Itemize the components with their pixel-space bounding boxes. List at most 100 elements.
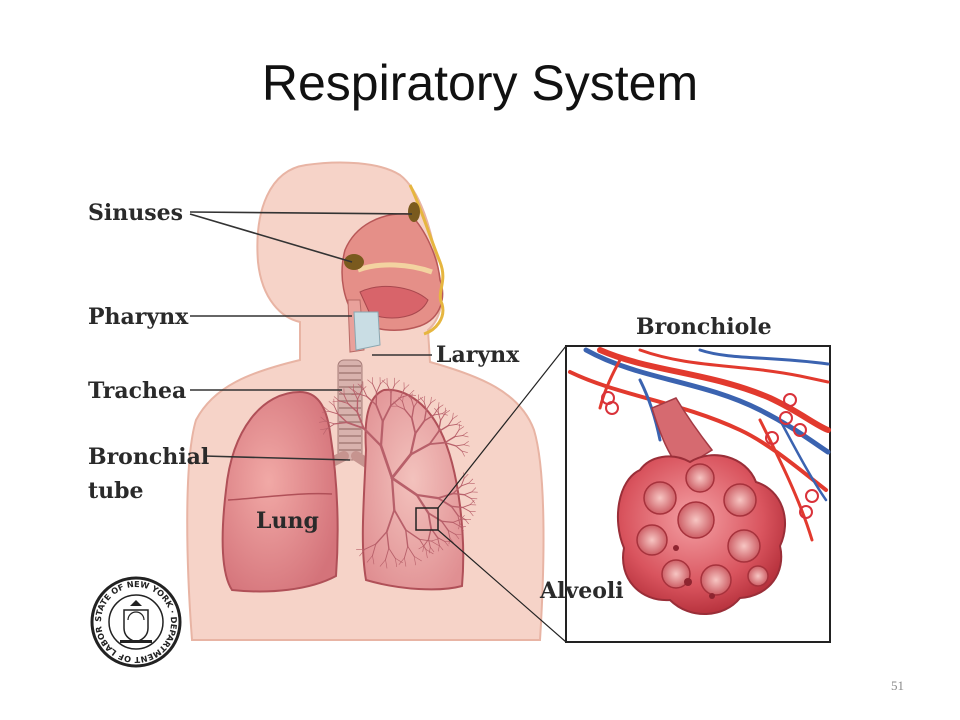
- bronchiole-branch: [444, 541, 449, 547]
- bronchiole-branch: [322, 411, 330, 413]
- bronchiole-branch: [458, 426, 465, 431]
- alveoli-inset: [565, 345, 831, 643]
- bronchiole-branch: [452, 485, 462, 495]
- bronchiole-branch: [460, 482, 470, 487]
- bronchiole-branch: [457, 514, 466, 520]
- bronchiole-branch: [430, 399, 436, 404]
- bronchiole-branch: [407, 394, 412, 400]
- bronchiole-branch: [411, 406, 415, 419]
- bronchial-leader: [203, 455, 351, 461]
- tongue: [359, 286, 429, 319]
- bronchiole-branch: [428, 546, 431, 554]
- bronchiole-branch: [425, 402, 432, 411]
- bronchiole-branch: [430, 538, 440, 542]
- bronchiole-branch: [463, 473, 469, 479]
- bronchiole-branch: [455, 444, 465, 447]
- bronchiole-branch: [398, 397, 403, 403]
- bronchiole-branch: [438, 406, 440, 414]
- label-bronchial: Bronchial: [88, 444, 209, 470]
- bronchiole-branch: [423, 409, 428, 422]
- bronchiole-branch: [347, 402, 358, 413]
- bronchiole-branch: [390, 476, 396, 512]
- bronchiole-branch: [376, 383, 381, 393]
- face-profile: [408, 184, 445, 336]
- bronchiole-branch: [362, 427, 383, 447]
- leader-lines: [189, 211, 432, 461]
- alveolus: [685, 463, 715, 493]
- bronchiole-branch: [333, 421, 348, 425]
- bronchiole-branch: [338, 400, 349, 404]
- bronchiole-branch: [397, 405, 406, 411]
- sphenoid-sinus: [344, 254, 364, 270]
- zoom-line-top: [437, 345, 567, 509]
- alveolus: [636, 524, 668, 556]
- bronchiole-branch: [398, 557, 405, 565]
- bronchiole-branch: [447, 418, 454, 427]
- bronchiole-branch: [463, 444, 470, 447]
- label-larynx: Larynx: [436, 342, 520, 368]
- bronchiole-branch: [440, 413, 446, 421]
- blood-vessel: [583, 347, 831, 455]
- bronchiole-branch: [430, 540, 439, 546]
- label-pharynx: Pharynx: [88, 304, 189, 330]
- bronchiole-branch: [462, 506, 471, 512]
- seal-base: [120, 640, 152, 643]
- label-bronchiole: Bronchiole: [636, 314, 772, 340]
- bronchiole-branch: [444, 407, 446, 414]
- bronchiole-branch: [390, 453, 412, 480]
- label-tube: tube: [88, 478, 144, 504]
- bronchiole-branch: [433, 413, 443, 416]
- blood-vessel: [568, 370, 828, 492]
- bronchiole-branch: [415, 493, 440, 500]
- bronchiole-branch: [343, 394, 349, 404]
- bronchiole-branch: [441, 520, 449, 532]
- bronchiole-branch: [411, 393, 413, 400]
- bronchiole-branch: [452, 519, 461, 523]
- bronchiole-branch: [417, 394, 420, 401]
- bronchiole-branch: [404, 408, 413, 419]
- bronchiole-branch: [455, 420, 462, 425]
- zoom-box: [415, 507, 439, 531]
- bronchiole-branch: [337, 413, 348, 424]
- bronchiole-branch: [323, 428, 328, 435]
- bronchiole-branch: [418, 538, 432, 542]
- bronchiole-branch: [385, 509, 396, 533]
- bronchiole-branch: [326, 423, 336, 430]
- bronchiole-branch: [367, 379, 373, 385]
- bronchiole-branch: [385, 547, 390, 561]
- bronchiole-branch: [410, 417, 417, 435]
- bronchiole-branch: [405, 529, 409, 548]
- bronchiole-branch: [444, 410, 451, 414]
- bronchiole-branch: [379, 379, 386, 385]
- head-interior: [341, 184, 445, 336]
- bronchiole-branch: [328, 410, 339, 415]
- bronchiole-branch: [428, 430, 440, 446]
- bronchiole-branch: [462, 431, 468, 436]
- blood-vessels: [568, 347, 831, 542]
- bronchiole-branch: [469, 500, 475, 505]
- bronchiole-branch: [427, 512, 443, 523]
- bronchiole-branch: [394, 557, 403, 564]
- bronchiole-branch: [452, 492, 465, 496]
- bronchiole-branch: [423, 401, 427, 411]
- bronchiole-branch: [346, 421, 365, 430]
- bronchiole-branch: [450, 505, 459, 517]
- bronchiole-branch: [437, 424, 449, 433]
- bronchiole-branch: [407, 545, 415, 557]
- bronchiole-branch: [409, 443, 431, 456]
- alveoli-chambers: [636, 463, 769, 599]
- bronchiole-branch: [460, 477, 465, 487]
- bronchiole-branch: [419, 397, 425, 403]
- blood-vessel: [638, 348, 830, 384]
- bronchiole-branch: [470, 498, 476, 504]
- blood-vessel: [597, 347, 831, 433]
- alveolus: [661, 559, 691, 589]
- bronchiole-branch: [357, 383, 364, 389]
- bronchiole-branch: [366, 555, 373, 563]
- bronchiole-branch: [364, 543, 377, 550]
- bronchiole-branch: [357, 393, 368, 397]
- bronchiole-branch: [403, 545, 409, 559]
- bronchiole-branch: [362, 387, 368, 397]
- bronchiole-branch: [437, 537, 446, 542]
- bronchiole-branch: [462, 435, 469, 438]
